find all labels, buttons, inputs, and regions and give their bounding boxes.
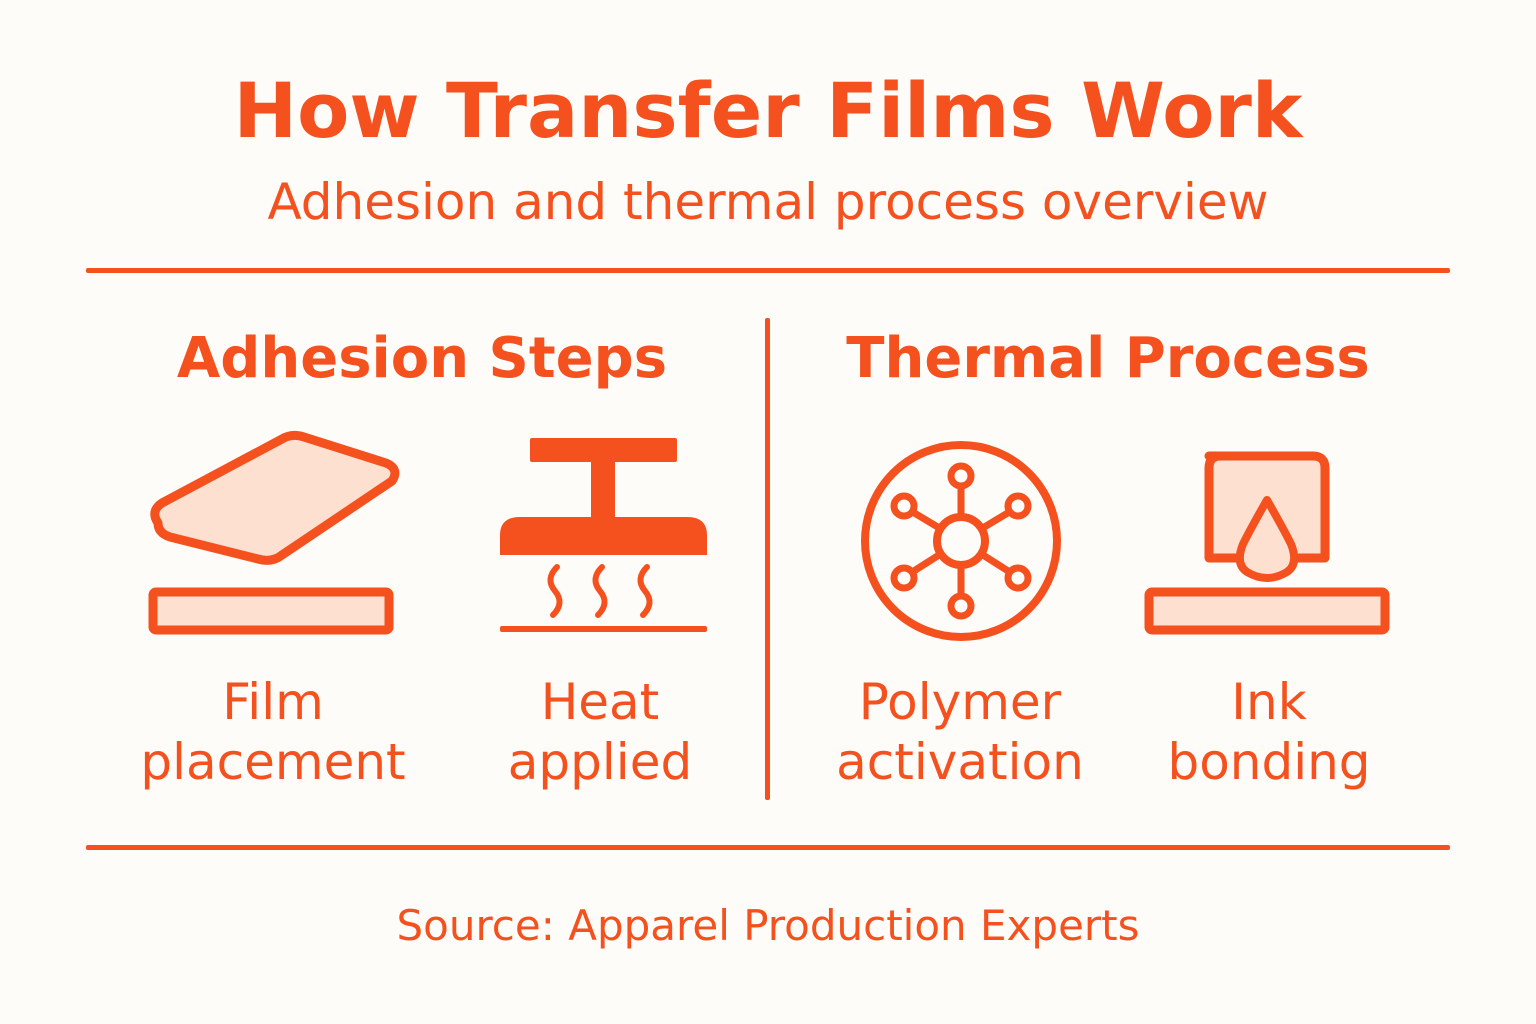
- step-label-line: applied: [507, 733, 693, 791]
- page-subtitle: Adhesion and thermal process overview: [267, 173, 1269, 231]
- step-label-line: activation: [836, 733, 1084, 791]
- step-label-ink-bonding: Ink bonding: [1104, 672, 1434, 792]
- step-label-line: placement: [140, 733, 406, 791]
- ink-drop-bonding-icon: [1144, 451, 1390, 635]
- step-label-line: Film: [222, 673, 324, 731]
- step-label-film-placement: Film placement: [108, 672, 438, 792]
- page-title: How Transfer Films Work: [233, 66, 1303, 155]
- center-divider: [765, 318, 770, 800]
- step-label-line: Polymer: [858, 673, 1062, 731]
- step-label-line: Heat: [540, 673, 660, 731]
- bottom-divider: [86, 845, 1450, 850]
- step-label-line: bonding: [1167, 733, 1371, 791]
- source-credit: Source: Apparel Production Experts: [396, 901, 1140, 950]
- step-label-polymer-activation: Polymer activation: [795, 672, 1125, 792]
- section-heading-adhesion: Adhesion Steps: [176, 326, 668, 391]
- step-label-heat-applied: Heat applied: [435, 672, 765, 792]
- top-divider: [86, 268, 1450, 273]
- heat-press-icon: [500, 438, 707, 632]
- polymer-molecule-icon: [861, 441, 1061, 641]
- film-on-base-icon: [148, 430, 400, 635]
- step-label-line: Ink: [1231, 673, 1307, 731]
- section-heading-thermal: Thermal Process: [846, 326, 1370, 391]
